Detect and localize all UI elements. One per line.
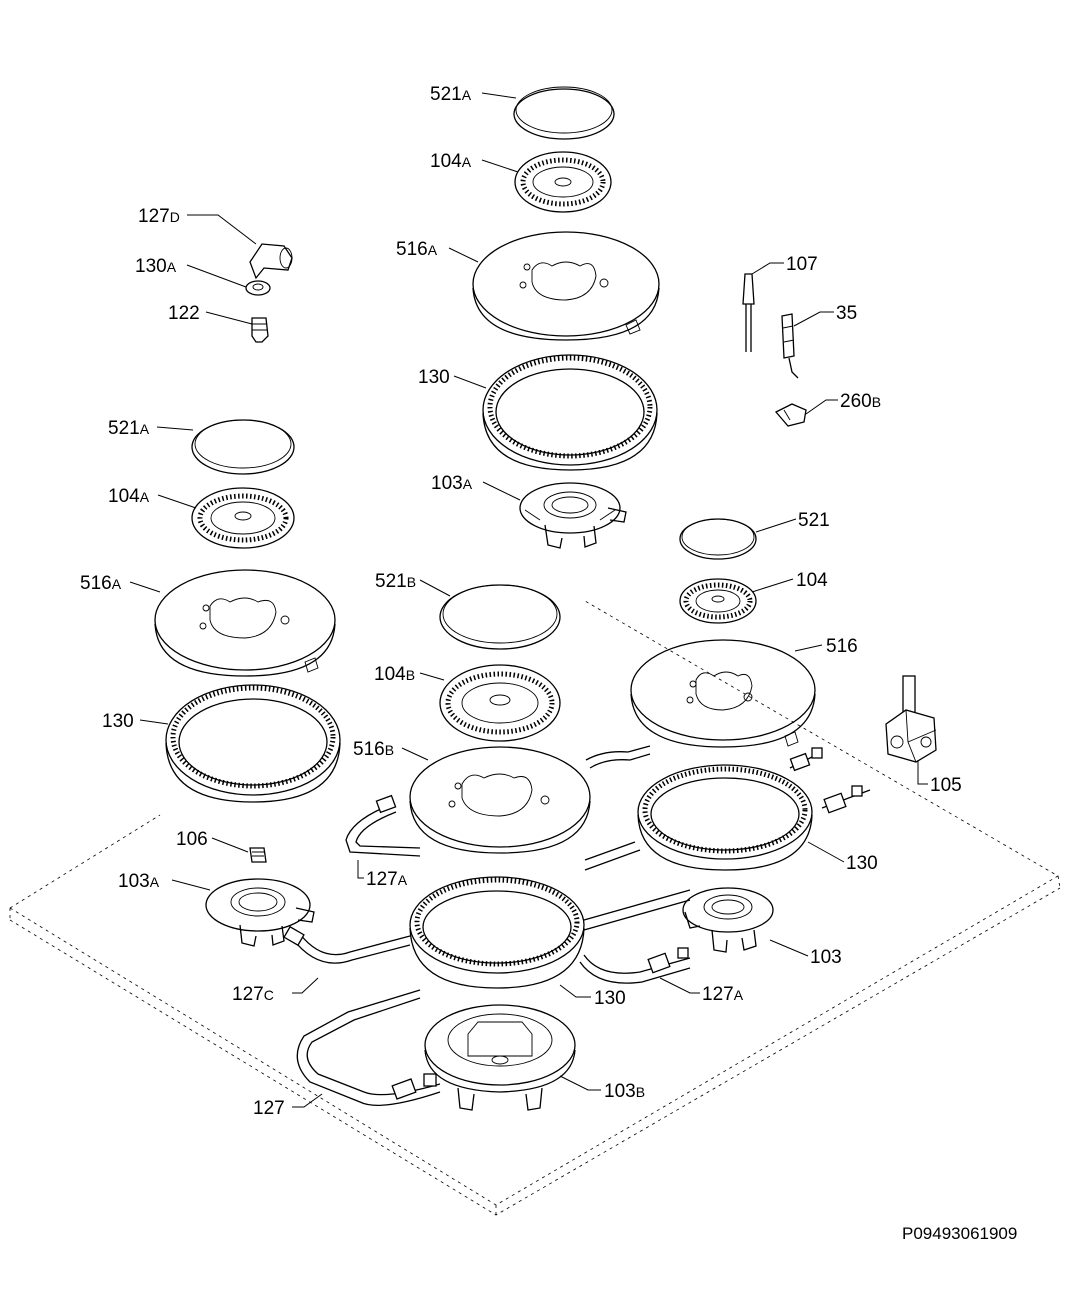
label-130-left: 130 xyxy=(102,711,134,732)
label-516a-left: 516A xyxy=(80,573,122,594)
burner-cap-521a-top xyxy=(513,86,615,140)
label-127: 127 xyxy=(253,1098,285,1119)
trivet-plate-516a-top xyxy=(472,231,660,341)
hob-base-plate xyxy=(9,600,1061,1216)
part-labels: 521A 104A 127D 130A 122 516A 107 35 130 … xyxy=(80,84,962,1119)
tube-nuts xyxy=(283,747,863,1100)
trivet-plate-516b xyxy=(409,746,591,854)
clip-260b xyxy=(774,403,807,427)
label-104a-left: 104A xyxy=(108,486,150,507)
label-130-bottom: 130 xyxy=(594,988,626,1009)
label-106: 106 xyxy=(176,829,208,850)
ring-130-right xyxy=(637,764,813,871)
label-521a-top: 521A xyxy=(430,84,472,105)
label-127a-bottom: 127A xyxy=(702,984,744,1005)
label-516: 516 xyxy=(826,636,858,657)
burner-body-103a-left xyxy=(205,878,315,947)
ring-130-top xyxy=(482,354,658,471)
injector-106 xyxy=(249,847,267,863)
label-521b: 521B xyxy=(375,571,416,592)
washer-130a xyxy=(245,280,271,296)
burner-body-103a-top xyxy=(519,482,627,549)
burner-ring-104 xyxy=(679,578,757,624)
label-516a-top: 516A xyxy=(396,239,438,260)
trivet-plate-516a-left xyxy=(154,569,336,677)
label-260b: 260B xyxy=(840,391,881,412)
label-103: 103 xyxy=(810,947,842,968)
burner-body-103 xyxy=(682,887,774,953)
label-103a-left: 103A xyxy=(118,871,160,892)
label-130-top: 130 xyxy=(418,367,450,388)
burner-cap-521 xyxy=(679,518,757,560)
electrode-107 xyxy=(742,273,755,352)
label-35: 35 xyxy=(836,303,857,324)
label-521: 521 xyxy=(798,510,830,531)
burner-body-103b xyxy=(424,1004,576,1111)
burner-ring-104b xyxy=(439,664,561,742)
label-127c: 127C xyxy=(232,984,274,1005)
label-127a-mid: 127A xyxy=(366,869,408,890)
label-516b: 516B xyxy=(353,739,394,760)
label-104: 104 xyxy=(796,570,828,591)
burner-ring-104a-left xyxy=(191,487,295,549)
ring-130-left xyxy=(165,684,341,803)
thermocouple-35 xyxy=(781,313,799,379)
burner-cap-521b xyxy=(439,584,561,650)
trivet-plate-516 xyxy=(630,639,816,748)
leader-lines xyxy=(129,92,928,1108)
label-104b: 104B xyxy=(374,664,415,685)
fitting-122 xyxy=(251,317,269,343)
label-521a-left: 521A xyxy=(108,418,150,439)
burner-ring-104a-top xyxy=(514,151,612,213)
label-122: 122 xyxy=(168,303,200,324)
label-107: 107 xyxy=(786,254,818,275)
ring-130-bottom xyxy=(409,876,585,989)
label-103a-top: 103A xyxy=(431,473,473,494)
label-130a: 130A xyxy=(135,256,177,277)
label-130-right: 130 xyxy=(846,853,878,874)
label-103b: 103B xyxy=(604,1081,645,1102)
gas-valve-105 xyxy=(885,675,937,763)
burner-cap-521a-left xyxy=(191,419,295,475)
elbow-127d xyxy=(249,243,293,280)
drawing-code: P09493061909 xyxy=(902,1224,1017,1243)
label-105: 105 xyxy=(930,775,962,796)
label-104a-top: 104A xyxy=(430,151,472,172)
label-127d: 127D xyxy=(138,206,180,227)
